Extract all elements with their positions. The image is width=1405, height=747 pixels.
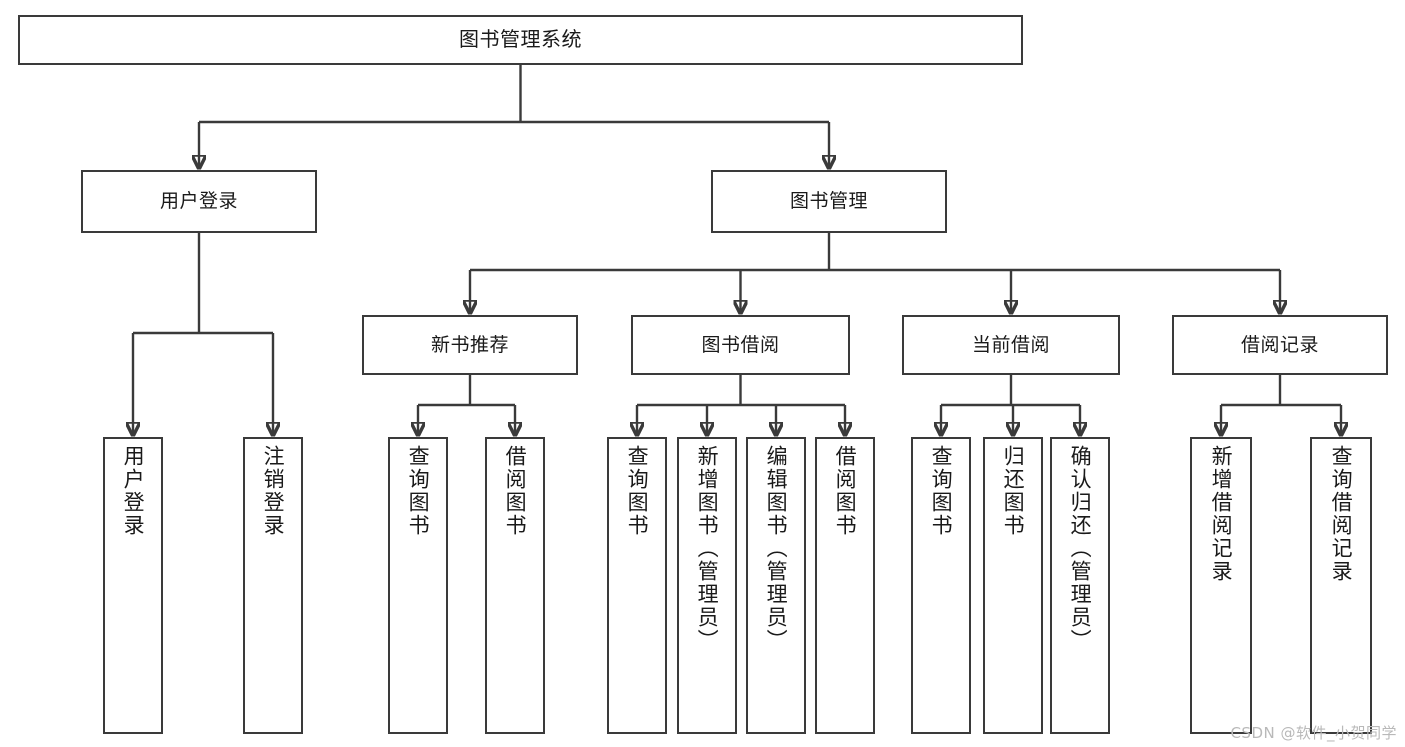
csdn-watermark: CSDN @软件_小贺同学	[1230, 724, 1397, 742]
node-leaf-borrow-edit[interactable]: 编辑图书（管理员）	[746, 437, 806, 734]
node-leaf-borrow-lend[interactable]: 借阅图书	[815, 437, 875, 734]
node-label: 图书借阅	[701, 333, 780, 356]
node-label: 当前借阅	[971, 333, 1050, 356]
node-leaf-borrow-query[interactable]: 查询图书	[607, 437, 667, 734]
node-label: 注销登录	[261, 445, 286, 537]
node-label: 新增借阅记录	[1209, 445, 1234, 583]
node-leaf-current-return[interactable]: 归还图书	[983, 437, 1043, 734]
node-label: 确认归还（管理员）	[1068, 445, 1093, 652]
node-login[interactable]: 用户登录	[81, 170, 317, 233]
node-label: 新书推荐	[430, 333, 509, 356]
node-leaf-user-login[interactable]: 用户登录	[103, 437, 163, 734]
node-label: 图书管理	[789, 190, 868, 213]
node-label: 查询图书	[406, 445, 431, 537]
node-label: 借阅图书	[503, 445, 528, 537]
node-records[interactable]: 借阅记录	[1172, 315, 1388, 375]
node-label: 用户登录	[159, 190, 238, 213]
node-label: 图书管理系统	[459, 27, 582, 52]
node-label: 查询借阅记录	[1329, 445, 1354, 583]
node-current[interactable]: 当前借阅	[902, 315, 1120, 375]
node-borrow[interactable]: 图书借阅	[631, 315, 850, 375]
node-leaf-newbook-query[interactable]: 查询图书	[388, 437, 448, 734]
node-leaf-records-query[interactable]: 查询借阅记录	[1310, 437, 1372, 734]
node-leaf-current-confirm[interactable]: 确认归还（管理员）	[1050, 437, 1110, 734]
node-bookmgmt[interactable]: 图书管理	[711, 170, 947, 233]
node-leaf-user-logout[interactable]: 注销登录	[243, 437, 303, 734]
node-label: 新增图书（管理员）	[695, 445, 720, 652]
node-label: 查询图书	[929, 445, 954, 537]
node-label: 借阅记录	[1240, 333, 1319, 356]
node-label: 编辑图书（管理员）	[764, 445, 789, 652]
node-newbook[interactable]: 新书推荐	[362, 315, 578, 375]
node-leaf-records-add[interactable]: 新增借阅记录	[1190, 437, 1252, 734]
node-label: 借阅图书	[833, 445, 858, 537]
node-label: 查询图书	[625, 445, 650, 537]
node-leaf-borrow-add[interactable]: 新增图书（管理员）	[677, 437, 737, 734]
node-label: 用户登录	[121, 445, 146, 537]
node-root[interactable]: 图书管理系统	[18, 15, 1023, 65]
node-leaf-current-query[interactable]: 查询图书	[911, 437, 971, 734]
node-label: 归还图书	[1001, 445, 1026, 537]
node-leaf-newbook-borrow[interactable]: 借阅图书	[485, 437, 545, 734]
